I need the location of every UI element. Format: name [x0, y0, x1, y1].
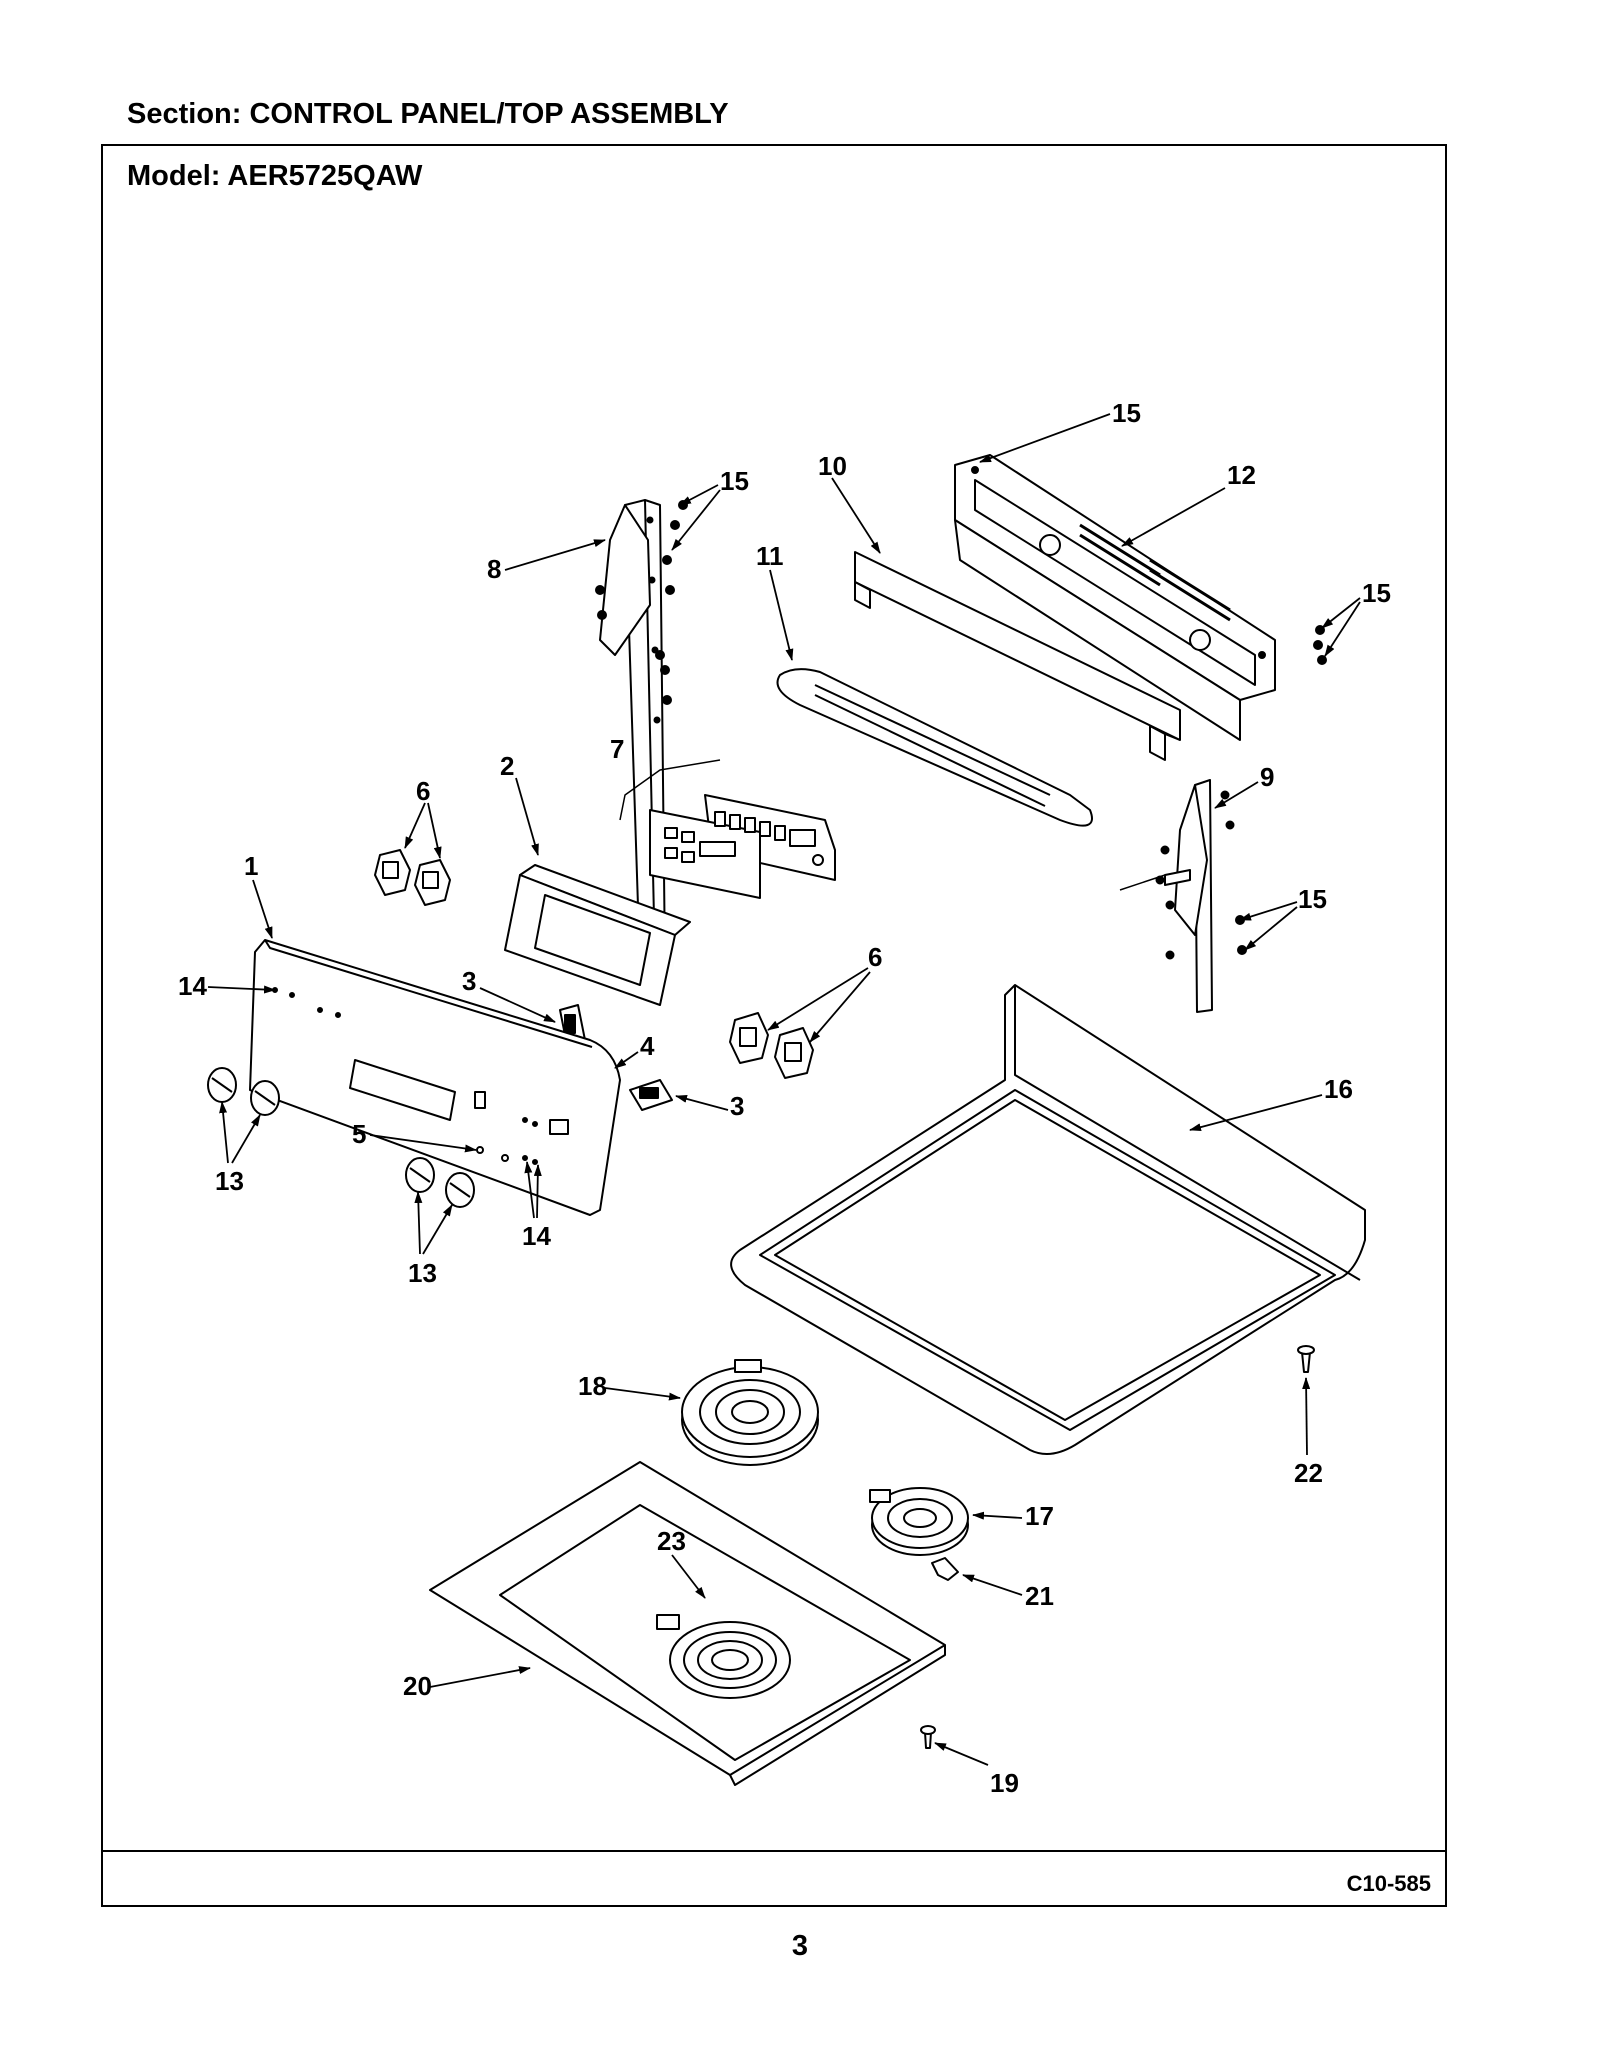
footer-divider: [103, 1850, 1445, 1852]
callout-15-right: 15: [1362, 578, 1391, 608]
part-control-panel: [249, 939, 621, 1216]
part-radiant-element-small: [869, 1487, 969, 1556]
callout-6-lower: 6: [868, 942, 882, 972]
part-knob-4: [445, 1172, 475, 1208]
part-switch-lower-left: [729, 1012, 769, 1064]
part-clip-21: [931, 1557, 959, 1581]
callout-11: 11: [756, 541, 784, 571]
callout-6-upper: 6: [416, 776, 430, 806]
part-burner-box: [429, 1461, 946, 1786]
part-coil-element-23: [656, 1614, 791, 1699]
callout-14-bottom: 14: [522, 1221, 551, 1251]
callout-15-bracket: 15: [720, 466, 749, 496]
part-rocker-switch-lower: [629, 1079, 673, 1111]
part-cooktop-main-top: [730, 984, 1366, 1455]
callout-8: 8: [487, 554, 501, 584]
leader-lines: [207, 413, 1361, 1766]
section-title: Section: CONTROL PANEL/TOP ASSEMBLY: [127, 98, 729, 130]
part-rear-trim: [854, 551, 1181, 761]
part-right-bracket: [1119, 779, 1213, 1013]
callout-13-left: 13: [215, 1166, 244, 1196]
part-screw-19: [920, 1725, 936, 1749]
part-knob-1: [207, 1067, 237, 1103]
part-switch-upper-right: [414, 859, 451, 906]
part-electronic-control: [619, 759, 836, 899]
drawing-code: C10-585: [1346, 1871, 1431, 1896]
part-radiant-element-large: [681, 1359, 819, 1466]
callout-18: 18: [578, 1371, 607, 1401]
callout-23: 23: [657, 1526, 686, 1556]
callout-15-lower: 15: [1298, 884, 1327, 914]
callout-12: 12: [1227, 460, 1256, 490]
callout-13-bottom: 13: [408, 1258, 437, 1288]
callout-16: 16: [1324, 1074, 1353, 1104]
part-switch-upper-left: [374, 849, 411, 896]
callout-1: 1: [244, 851, 258, 881]
part-screw-22: [1297, 1345, 1315, 1373]
part-switch-lower-right: [774, 1027, 814, 1079]
callout-10: 10: [818, 451, 847, 481]
callout-22: 22: [1294, 1458, 1323, 1488]
callout-21: 21: [1025, 1581, 1054, 1611]
callout-7: 7: [610, 734, 624, 764]
callout-15-top: 15: [1112, 398, 1141, 428]
callout-4: 4: [640, 1031, 655, 1061]
model-title: Model: AER5725QAW: [127, 160, 423, 192]
diagram-frame: Model: AER5725QAW C10-585: [101, 144, 1447, 1907]
part-front-trim: [776, 668, 1093, 827]
part-knob-2: [250, 1080, 280, 1116]
callout-3-lower: 3: [730, 1091, 744, 1121]
part-screws-right-bracket: [1155, 625, 1327, 960]
callout-20: 20: [403, 1671, 432, 1701]
callout-5: 5: [352, 1119, 366, 1149]
callout-2: 2: [500, 751, 514, 781]
callout-19: 19: [990, 1768, 1019, 1798]
page-number: 3: [791, 1930, 809, 1962]
callout-17: 17: [1025, 1501, 1054, 1531]
callout-14-left: 14: [178, 971, 207, 1001]
part-screws-left-bracket: [595, 500, 688, 705]
part-display-bezel: [504, 864, 691, 1006]
callout-9: 9: [1260, 762, 1274, 792]
callout-3-upper: 3: [462, 966, 476, 996]
part-knob-3: [405, 1157, 435, 1193]
